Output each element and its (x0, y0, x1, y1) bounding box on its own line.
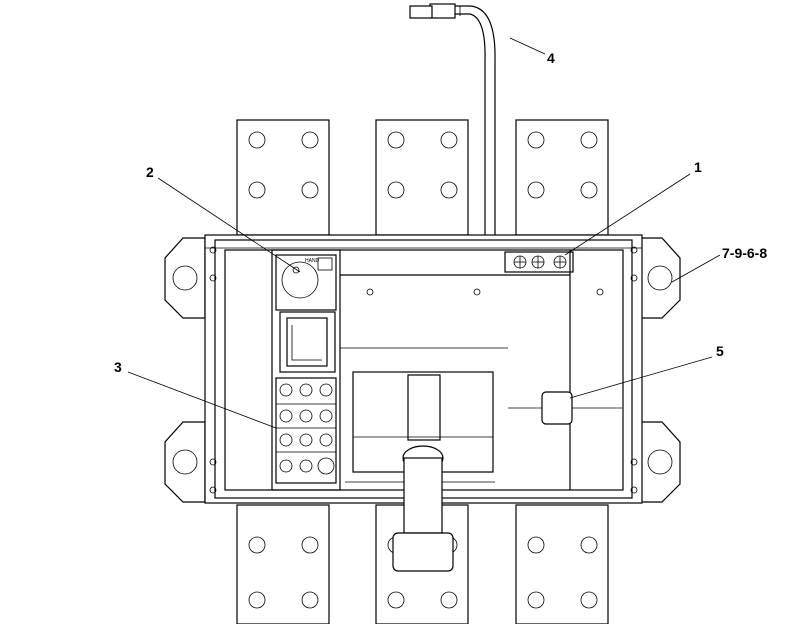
operating-mechanism (345, 371, 495, 572)
mounting-ear-bottom-right (639, 421, 681, 503)
top-busbar-right (515, 119, 609, 236)
bottom-busbar-right (515, 504, 609, 625)
terminal-screws (504, 251, 574, 273)
top-busbar-left (236, 119, 330, 236)
callout-1: 1 (694, 159, 702, 175)
callout-2: 2 (146, 164, 154, 180)
bottom-busbar-left (236, 504, 330, 625)
callout-3: 3 (114, 359, 122, 375)
callout-5: 5 (716, 343, 724, 359)
mounting-ear-bottom-left (164, 421, 206, 503)
top-busbar-middle (375, 119, 469, 236)
hand-label: HAND (305, 258, 320, 264)
callout-7-9-6-8: 7-9-6-8 (722, 245, 767, 261)
cable-assembly (409, 3, 496, 235)
callout-4: 4 (547, 50, 555, 66)
trip-unit-module: HAND (271, 249, 341, 491)
leader-lines (127, 37, 721, 429)
mounting-ear-top-left (164, 237, 206, 319)
bracket-item-5 (508, 391, 622, 425)
terminal-block-grid (275, 377, 337, 484)
mounting-ear-top-right (639, 237, 681, 319)
